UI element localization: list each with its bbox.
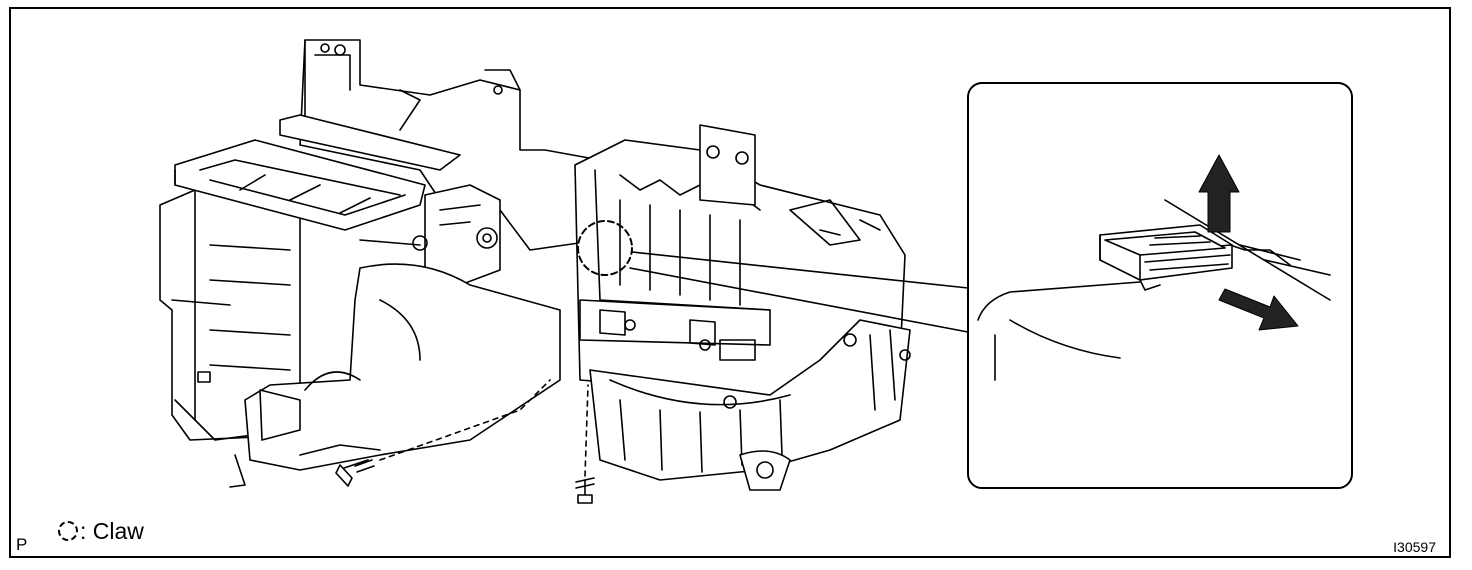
screw-bottom [575,384,595,504]
figure-code: I30597 [1393,539,1436,555]
upper-duct [279,39,601,251]
detail-inset [967,82,1353,489]
arrow-down-right-icon [1218,288,1299,331]
arrow-up-icon [1198,154,1240,233]
legend: : Claw [58,517,144,545]
dashed-circle-icon [58,521,78,541]
top-filter-tray [174,139,426,231]
blower-motor-housing [589,319,911,491]
detail-leader-upper [631,251,969,289]
lower-duct [229,263,561,488]
figure-frame [9,7,1451,558]
page-mark: P [16,535,28,554]
detail-leader-lower [629,267,969,333]
legend-label: : Claw [80,517,144,544]
blower-case [574,124,906,396]
claw-marker-circle [577,220,633,276]
screw-left [335,379,551,487]
